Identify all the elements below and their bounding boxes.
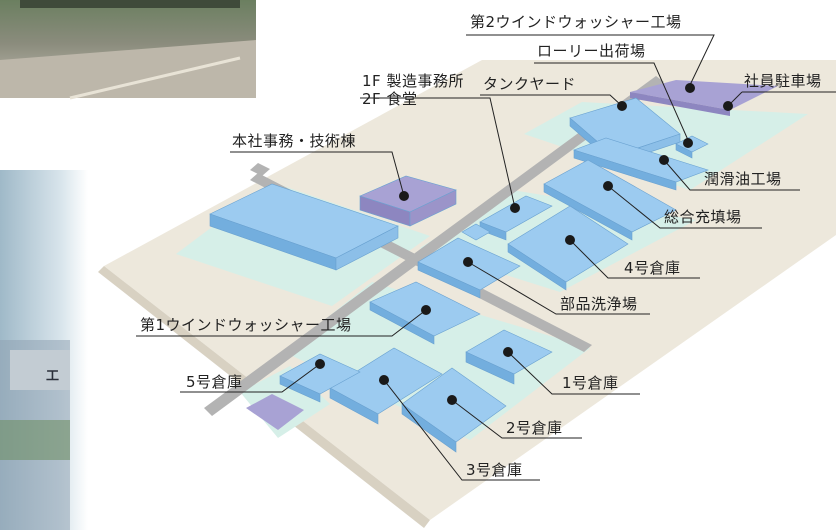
street-photo	[0, 0, 256, 100]
label-lorry-shipping: ローリー出荷場	[537, 42, 646, 60]
label-filling-station: 総合充填場	[664, 208, 742, 226]
label-warehouse-1: 1号倉庫	[562, 374, 619, 392]
leader-lube	[663, 159, 800, 191]
leader-filling	[607, 185, 762, 229]
leader-wh3	[383, 379, 540, 481]
factory-sign: 工	[46, 369, 59, 384]
label-hq-building: 本社事務・技術棟	[232, 132, 357, 150]
label-warehouse-4: 4号倉庫	[624, 259, 681, 277]
leader-wh1	[507, 351, 640, 395]
leader-wash2	[466, 34, 715, 86]
leader-office	[360, 97, 516, 209]
label-office-1f: 1F 製造事務所	[362, 72, 464, 90]
leader-lines	[136, 34, 836, 481]
parking-lots	[246, 80, 778, 430]
leader-lorry	[534, 62, 689, 141]
label-lube-oil-factory: 潤滑油工場	[704, 170, 782, 188]
label-wash1-factory: 第1ウインドウォッシャー工場	[140, 316, 352, 334]
label-warehouse-2: 2号倉庫	[506, 419, 563, 437]
leader-wash1	[136, 309, 427, 337]
leader-tank	[480, 94, 623, 107]
label-parts-washing: 部品洗浄場	[560, 295, 638, 313]
label-employee-parking: 社員駐車場	[744, 72, 822, 90]
leader-hq	[230, 151, 405, 197]
factory-photo	[0, 170, 88, 530]
label-warehouse-5: 5号倉庫	[186, 373, 243, 391]
label-office-2f: 2F 食堂	[362, 90, 418, 108]
label-warehouse-3: 3号倉庫	[466, 461, 523, 479]
leader-wh5	[180, 363, 321, 393]
leader-wh2	[451, 399, 582, 439]
leader-parts	[467, 261, 650, 315]
label-tank-yard: タンクヤード	[483, 75, 577, 93]
markers	[315, 83, 733, 405]
label-wash2-factory: 第2ウインドウォッシャー工場	[470, 13, 682, 31]
leader-wh4	[569, 239, 700, 279]
